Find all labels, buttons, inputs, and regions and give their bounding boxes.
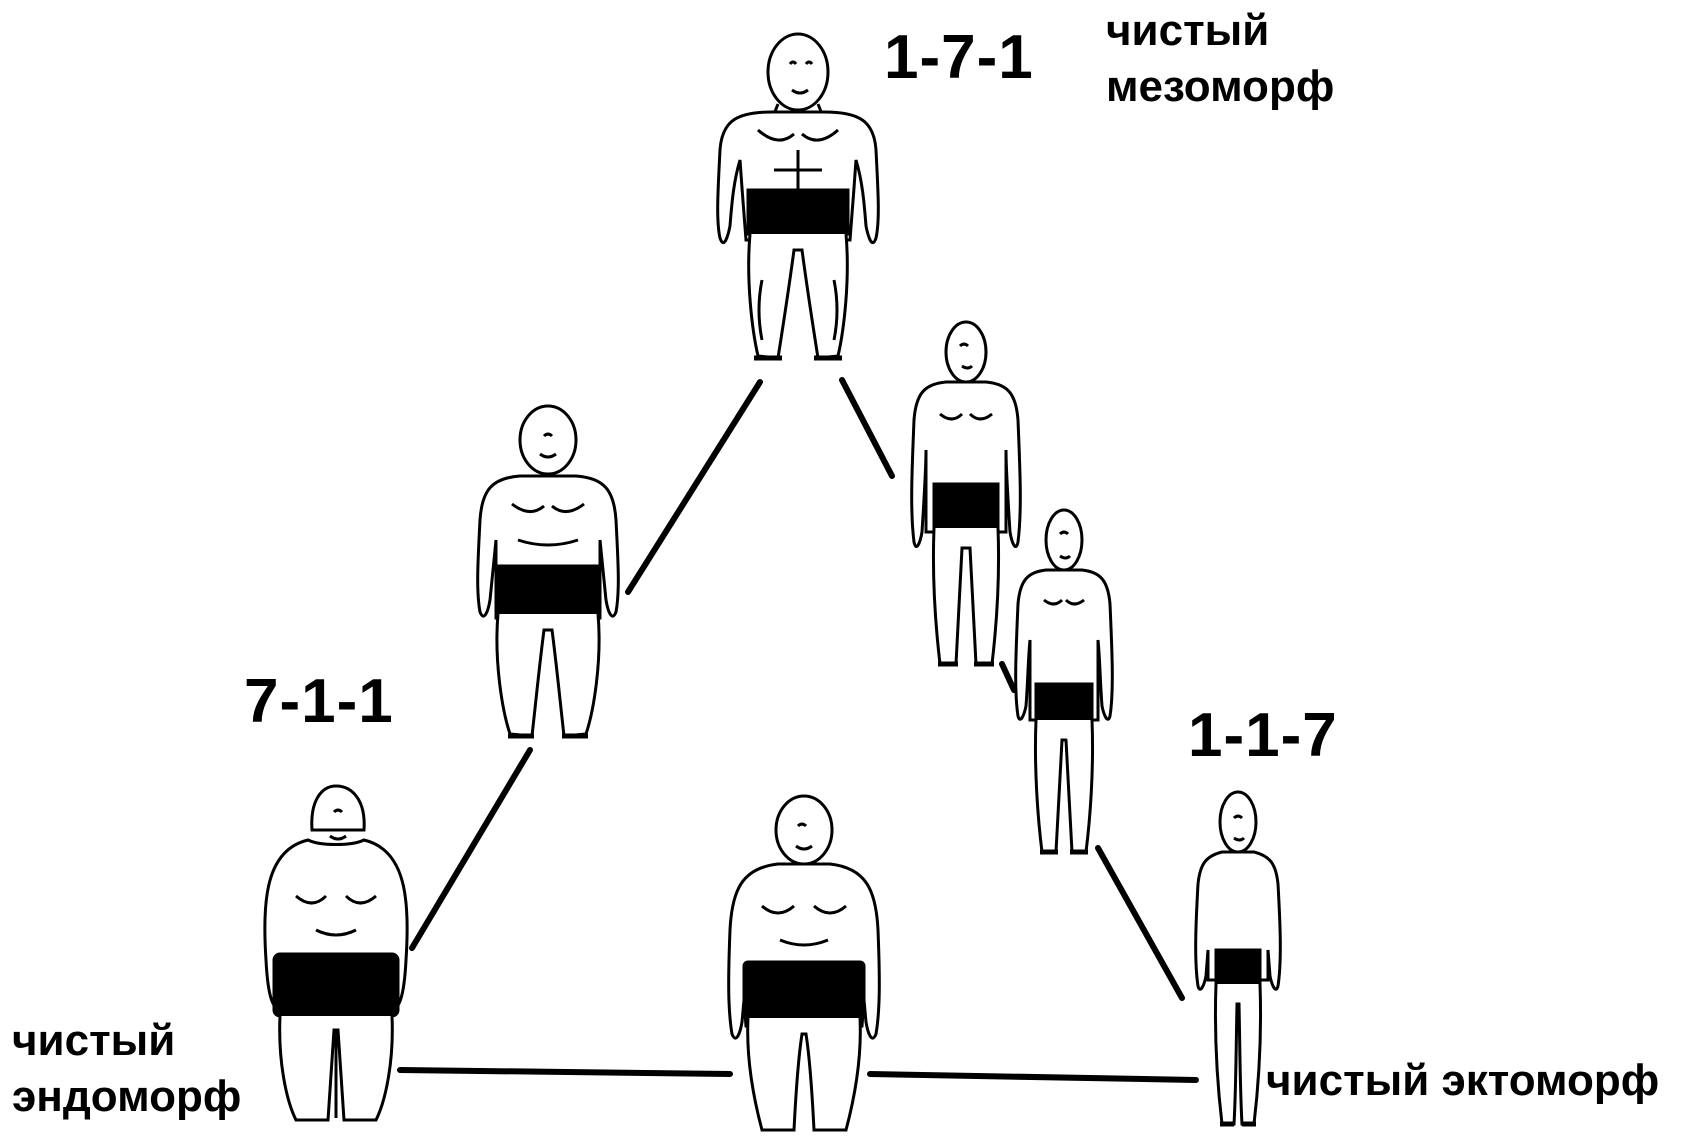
edge-mesoecto-to-ecto [1095,845,1185,1001]
figure-meso-ectomorph [1016,510,1113,852]
edge-meso-to-ectomeso [839,377,895,479]
triangle-edges [397,377,1199,1083]
label-mesomorph-type-line1: чистый [1106,6,1270,55]
label-mesomorph-type-line2: мезоморф [1106,62,1335,111]
edge-endo-to-center [397,1067,733,1077]
edge-ectomeso-to-mesoecto [999,661,1017,693]
label-endomorph-type-line1: чистый [12,1016,176,1065]
label-mesomorph-code: 1-7-1 [884,23,1034,92]
figure-balanced [729,796,880,1130]
figure-ecto-mesomorph [912,322,1021,664]
label-ectomorph-type: чистый эктоморф [1266,1056,1660,1105]
figure-endomorph [265,786,407,1120]
edge-endomeso-to-endo [409,747,533,951]
label-endomorph-type-line2: эндоморф [12,1072,242,1121]
edge-center-to-ecto [867,1071,1199,1083]
figure-ectomorph [1196,792,1281,1124]
label-ectomorph-code: 1-1-7 [1188,701,1338,770]
figure-endo-mesomorph [478,406,619,736]
edge-meso-to-endomeso [625,379,763,595]
figure-mesomorph [718,34,879,358]
label-endomorph-code: 7-1-1 [244,667,394,736]
